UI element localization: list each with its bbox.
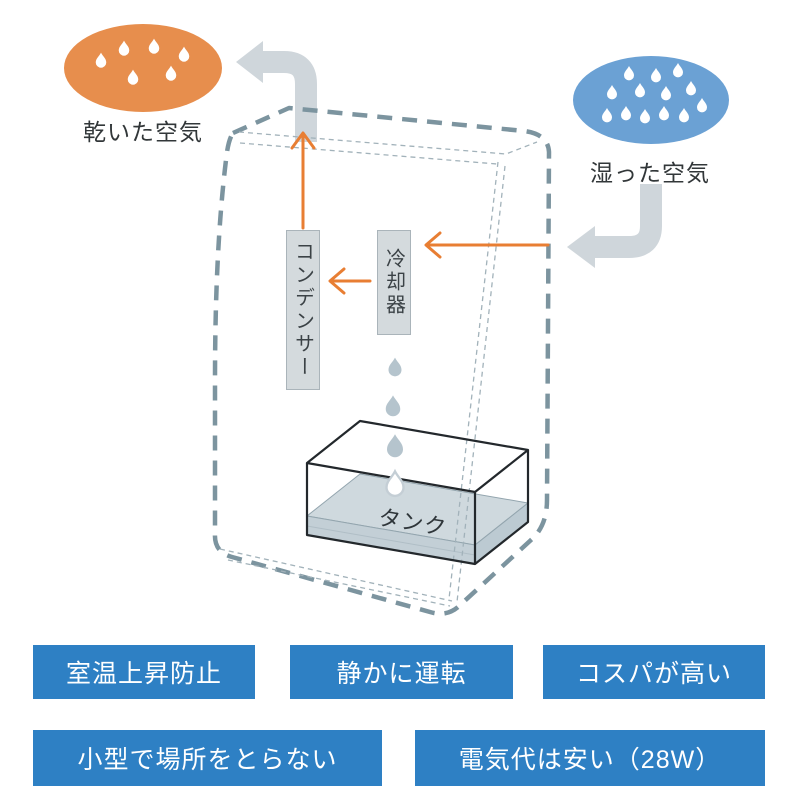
dehumidifier-inner-edges — [219, 131, 538, 607]
feature-label: 電気代は安い（28W） — [458, 746, 722, 774]
feature-label: 小型で場所をとらない — [77, 746, 338, 774]
feature-badge-quiet: 静かに運転 — [290, 645, 513, 699]
feature-badge-cost-performance: コスパが高い — [543, 645, 765, 699]
condenser-box: コンデンサー — [286, 230, 320, 390]
arrow-inlet-to-cooler-icon — [424, 231, 550, 259]
process-arrows — [290, 131, 550, 295]
air-out-arrow-icon — [236, 41, 317, 142]
dehumidifier-outline — [212, 105, 552, 616]
wet-air-label: 湿った空気 — [590, 160, 710, 186]
arrow-condenser-to-outlet-icon — [290, 131, 316, 230]
feature-label: コスパが高い — [575, 660, 732, 688]
feature-label: 室温上昇防止 — [65, 660, 222, 688]
dry-air-label: 乾いた空気 — [83, 119, 203, 145]
feature-badge-room-temp: 室温上昇防止 — [33, 645, 255, 699]
feature-badge-compact: 小型で場所をとらない — [33, 730, 382, 786]
wet-air-cloud — [573, 56, 729, 144]
dry-air-cloud — [64, 24, 222, 112]
arrow-cooler-to-condenser-icon — [328, 267, 372, 295]
air-in-arrow-icon — [567, 184, 662, 268]
tank-outline — [305, 419, 530, 566]
feature-badge-electricity: 電気代は安い（28W） — [415, 730, 765, 786]
condenser-label: コンデンサー — [291, 241, 314, 379]
dehumidifier-inner-vertical-edges — [448, 161, 506, 603]
cooler-label: 冷却器 — [382, 248, 405, 317]
cooler-box: 冷却器 — [377, 230, 411, 335]
feature-label: 静かに運転 — [336, 660, 467, 688]
